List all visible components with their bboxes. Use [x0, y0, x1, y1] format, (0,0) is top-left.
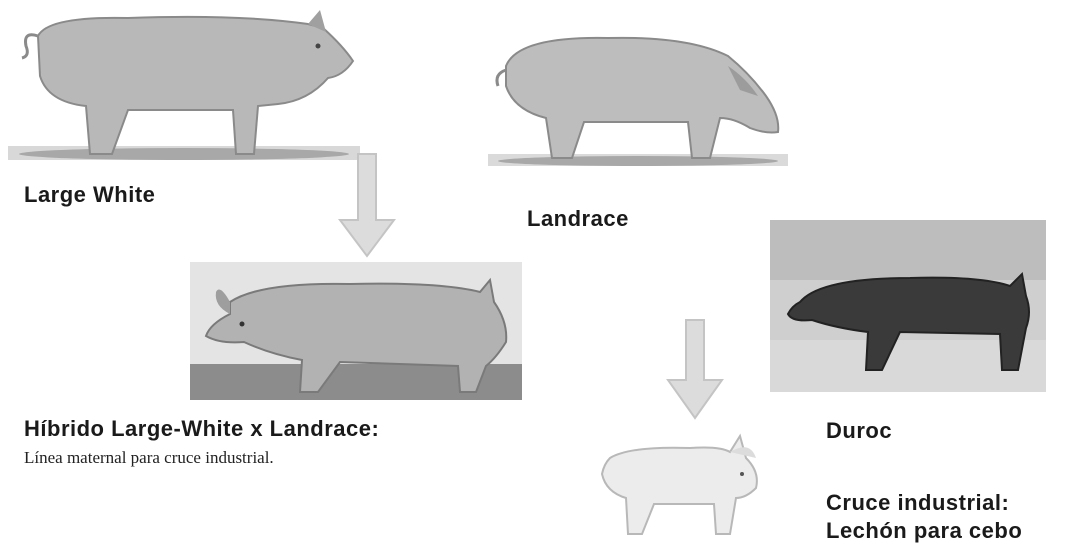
landrace-label: Landrace: [527, 206, 629, 232]
cross-title: Cruce industrial:: [826, 490, 1009, 516]
arrow-down-icon: [336, 152, 398, 260]
duroc-pig-image: [770, 220, 1046, 392]
hybrid-title: Híbrido Large-White x Landrace:: [24, 416, 379, 442]
large-white-pig-image: [8, 6, 360, 166]
landrace-pig-image: [488, 26, 788, 172]
large-white-label: Large White: [24, 182, 155, 208]
arrow-down-icon: [664, 318, 726, 424]
piglet-image: [590, 418, 770, 542]
hybrid-subtitle: Línea maternal para cruce industrial.: [24, 448, 274, 468]
cross-subtitle: Lechón para cebo: [826, 518, 1022, 544]
hybrid-pig-image: [190, 262, 522, 400]
duroc-label: Duroc: [826, 418, 892, 444]
